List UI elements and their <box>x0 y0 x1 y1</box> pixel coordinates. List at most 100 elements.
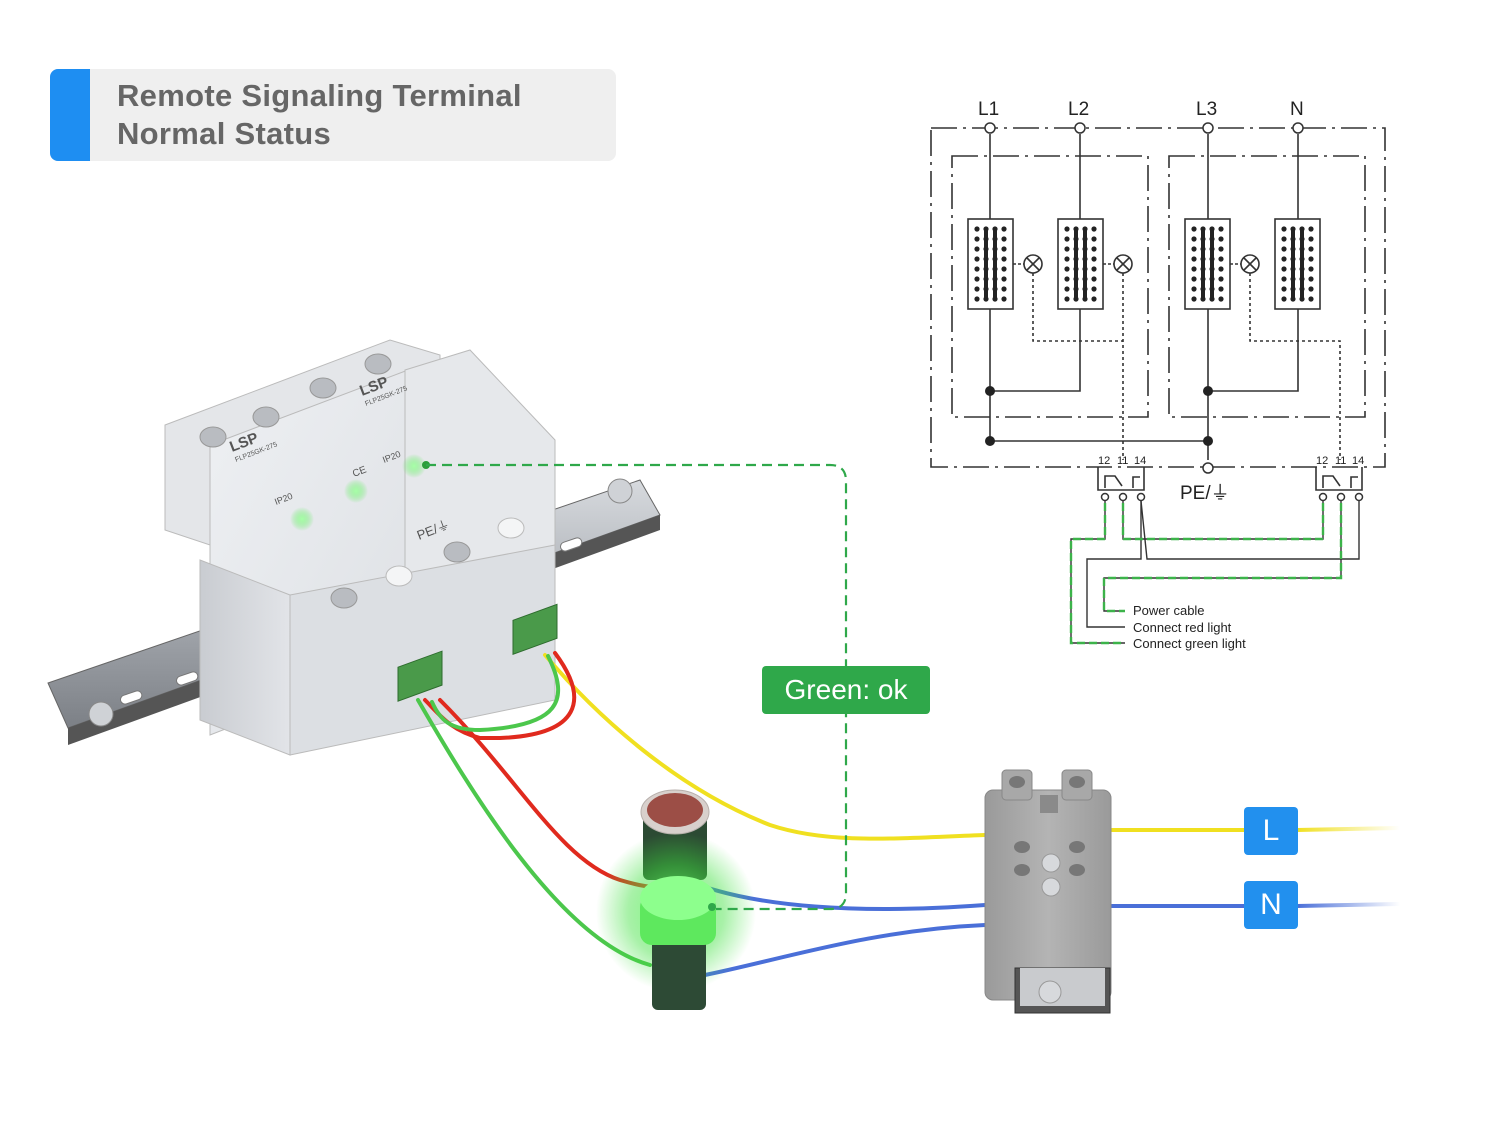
schematic-inner-frame-left <box>951 155 1149 418</box>
phase-label-l2: L2 <box>1068 99 1090 120</box>
pe-ground-label: PE/⏚ <box>1180 483 1230 504</box>
varistor-dot <box>1218 266 1224 272</box>
status-badge-green-ok: Green: ok <box>762 666 930 714</box>
varistor-dot <box>1308 256 1314 262</box>
varistor-dot <box>1308 226 1314 232</box>
din-terminal-block <box>984 769 1112 1014</box>
varistor-dot <box>1308 276 1314 282</box>
varistor-dot <box>1218 226 1224 232</box>
lamp-symbol-1 <box>1013 254 1043 274</box>
varistor-dot <box>1218 256 1224 262</box>
wire-yellow <box>543 653 987 841</box>
varistor-dot <box>974 266 980 272</box>
varistor-dot <box>1091 296 1097 302</box>
schematic-nodes <box>984 122 1364 502</box>
varistor-dot <box>1191 296 1197 302</box>
varistor-dot <box>1308 246 1314 252</box>
surge-protector-module: LSP FLP25GK-275 LSP FLP25GK-275 IP20 IP2… <box>164 339 558 756</box>
relay-contact-left <box>1097 467 1145 491</box>
varistor-dot <box>1191 226 1197 232</box>
phase-label-l3: L3 <box>1196 99 1218 120</box>
varistor-dot <box>1001 226 1007 232</box>
varistor-dot <box>1064 236 1070 242</box>
title-line-2: Normal Status <box>117 116 332 151</box>
varistor-dot <box>974 246 980 252</box>
phase-label-l1: L1 <box>978 99 1000 120</box>
wire-blue-2 <box>703 923 987 977</box>
varistor-dot <box>974 256 980 262</box>
lamp-symbol-2 <box>1103 254 1133 274</box>
varistor-dot <box>1064 226 1070 232</box>
varistor-dot <box>1001 246 1007 252</box>
terminal-11-left: 11 <box>1117 455 1129 467</box>
varistor-dot <box>1064 276 1070 282</box>
line-badge-n: N <box>1244 881 1298 929</box>
varistor-dot <box>974 296 980 302</box>
varistor-dot <box>1191 256 1197 262</box>
varistor-dot <box>1064 256 1070 262</box>
varistor-dot <box>1064 286 1070 292</box>
varistor-dot <box>1091 276 1097 282</box>
phase-label-n: N <box>1290 99 1304 120</box>
varistor-dot <box>1191 246 1197 252</box>
varistor-dot <box>1308 266 1314 272</box>
terminal-block-right <box>512 603 558 655</box>
varistor-dot <box>1281 296 1287 302</box>
varistor-n <box>1274 218 1321 310</box>
varistor-dot <box>1218 296 1224 302</box>
varistor-dot <box>1064 246 1070 252</box>
varistor-dot <box>1281 256 1287 262</box>
module-led-1 <box>290 507 314 531</box>
schematic-inner-frame-right <box>1168 155 1366 418</box>
module-led-2 <box>344 479 368 503</box>
terminal-11-right: 11 <box>1335 455 1347 467</box>
wiring-schematic <box>930 127 1386 491</box>
terminal-12-right: 12 <box>1316 455 1329 467</box>
varistor-dot <box>1218 246 1224 252</box>
varistor-l3 <box>1184 218 1231 310</box>
varistor-dot <box>1281 266 1287 272</box>
varistor-dot <box>1091 266 1097 272</box>
green-light-callout-dot <box>708 903 716 911</box>
terminal-14-left: 14 <box>1134 455 1147 467</box>
varistor-dot <box>1001 276 1007 282</box>
varistor-dot <box>1001 236 1007 242</box>
varistor-l2 <box>1057 218 1104 310</box>
terminal-12-left: 12 <box>1098 455 1111 467</box>
varistor-dot <box>974 276 980 282</box>
varistor-dot <box>1091 236 1097 242</box>
varistor-dot <box>1191 266 1197 272</box>
legend-red-light: Connect red light <box>1133 620 1232 635</box>
varistor-dot <box>974 226 980 232</box>
module-led-3 <box>402 454 426 478</box>
varistor-dot <box>1308 236 1314 242</box>
varistor-dot <box>974 286 980 292</box>
line-badge-l: L <box>1244 807 1298 855</box>
legend-power-cable: Power cable <box>1133 603 1205 618</box>
varistor-dot <box>1001 296 1007 302</box>
varistor-dot <box>1281 286 1287 292</box>
schematic-outer-frame <box>930 127 1386 468</box>
terminal-screw-2 <box>1041 877 1061 897</box>
varistor-dot <box>974 236 980 242</box>
lamp-symbol-3 <box>1230 254 1260 274</box>
title-banner: Remote Signaling Terminal Normal Status <box>50 69 616 161</box>
varistor-dot <box>1001 286 1007 292</box>
varistor-dot <box>1218 236 1224 242</box>
varistor-dot <box>1191 236 1197 242</box>
varistor-dot <box>1281 226 1287 232</box>
varistor-dot <box>1308 296 1314 302</box>
varistor-dot <box>1218 276 1224 282</box>
varistor-dot <box>1281 246 1287 252</box>
green-indicator-light <box>596 832 756 1010</box>
varistor-dot <box>1281 276 1287 282</box>
varistor-dot <box>1091 286 1097 292</box>
varistor-dot <box>1091 226 1097 232</box>
signal-wires <box>1069 500 1360 645</box>
varistor-dot <box>1191 286 1197 292</box>
varistor-dot <box>1001 256 1007 262</box>
rail-screw-left <box>88 701 114 727</box>
rail-screw-right <box>607 478 633 504</box>
relay-contact-right <box>1315 467 1363 491</box>
